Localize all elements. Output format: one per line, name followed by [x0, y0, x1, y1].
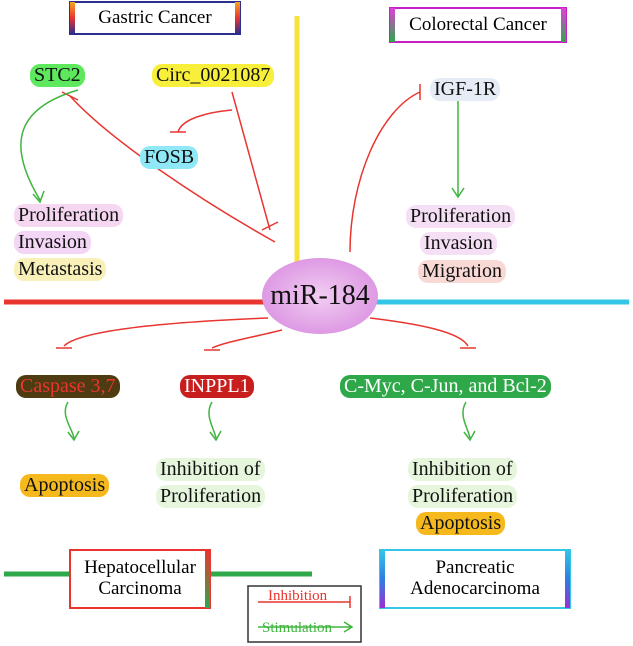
hepato-title: Hepatocellular Carcinoma: [76, 552, 204, 606]
gastric-outcome-invasion: Invasion: [14, 231, 91, 254]
legend-inhibition-line: [258, 596, 351, 608]
pancreatic-title: Pancreatic Adenocarcinoma: [386, 552, 564, 606]
caspase37-node: Caspase 3,7: [16, 375, 120, 398]
hepato-outcome-proliferation: Proliferation: [156, 485, 266, 508]
edge-circ-mir184: [231, 91, 271, 231]
edge-mir184-igf1r: [349, 91, 421, 253]
legend-stimulation-arrow: [258, 621, 354, 633]
mir184-node: [262, 258, 378, 334]
hepato-title-line1: Hepatocellular: [84, 557, 196, 579]
colorectal-title: Colorectal Cancer: [396, 12, 560, 38]
hepato-title-line2: Carcinoma: [98, 578, 182, 599]
pancreatic-outcome-apoptosis: Apoptosis: [416, 512, 506, 535]
mir184-label: miR-184: [270, 280, 370, 311]
legend-inhibition-label: Inhibition: [268, 588, 328, 604]
pancreatic-outcome-proliferation: Proliferation: [408, 485, 518, 508]
edge-inppl1-outcomes-head: [209, 430, 222, 442]
gastric-outcome-metastasis: Metastasis: [14, 258, 107, 281]
gastric-title: Gastric Cancer: [76, 5, 234, 31]
fosb-node: FOSB: [140, 146, 199, 169]
edge-mir184-stc2: [69, 95, 276, 243]
edge-stc2-outcomes: [20, 89, 79, 201]
pancreatic-title-line1: Pancreatic: [435, 557, 515, 579]
edge-cmyc-outcomes-head: [463, 430, 476, 442]
edge-caspase-apoptosis-head: [67, 430, 80, 442]
stc2-node: STC2: [30, 64, 85, 87]
pancreatic-outcome-inhibition-of: Inhibition of: [408, 458, 517, 481]
circ0021087-node: Circ_0021087: [152, 64, 275, 87]
inppl1-node: INPPL1: [180, 375, 254, 398]
colorectal-outcome-proliferation: Proliferation: [406, 205, 516, 228]
pancreatic-title-line2: Adenocarcinoma: [410, 578, 540, 599]
legend-box: [247, 585, 362, 643]
cmyc-cjun-bcl2-node: C-Myc, C-Jun, and Bcl-2: [340, 375, 551, 398]
colorectal-outcome-invasion: Invasion: [420, 232, 497, 255]
legend-stimulation-label: Stimulation: [262, 620, 333, 636]
edge-igf1r-outcomes-head: [451, 187, 465, 199]
hepato-frame: [3, 299, 313, 577]
edge-mir184-stc2-bar: [61, 91, 79, 101]
edge-inppl1-outcomes: [208, 401, 217, 439]
edge-mir184-cmyc: [369, 317, 469, 347]
igf1r-node: IGF-1R: [430, 78, 501, 101]
edge-caspase-apoptosis: [64, 401, 75, 439]
edge-circ-mir184-bar: [261, 221, 279, 231]
edge-cmyc-outcomes: [462, 401, 471, 439]
gastric-outcome-proliferation: Proliferation: [14, 204, 124, 227]
edge-stc2-outcomes-head: [32, 190, 45, 204]
edge-mir184-inppl1: [211, 329, 283, 349]
hepato-outcome-apoptosis: Apoptosis: [20, 474, 110, 497]
edge-mir184-caspase: [63, 317, 269, 347]
edge-circ-fosb: [177, 109, 233, 133]
hepato-outcome-inhibition-of: Inhibition of: [156, 458, 265, 481]
colorectal-outcome-migration: Migration: [418, 260, 506, 283]
